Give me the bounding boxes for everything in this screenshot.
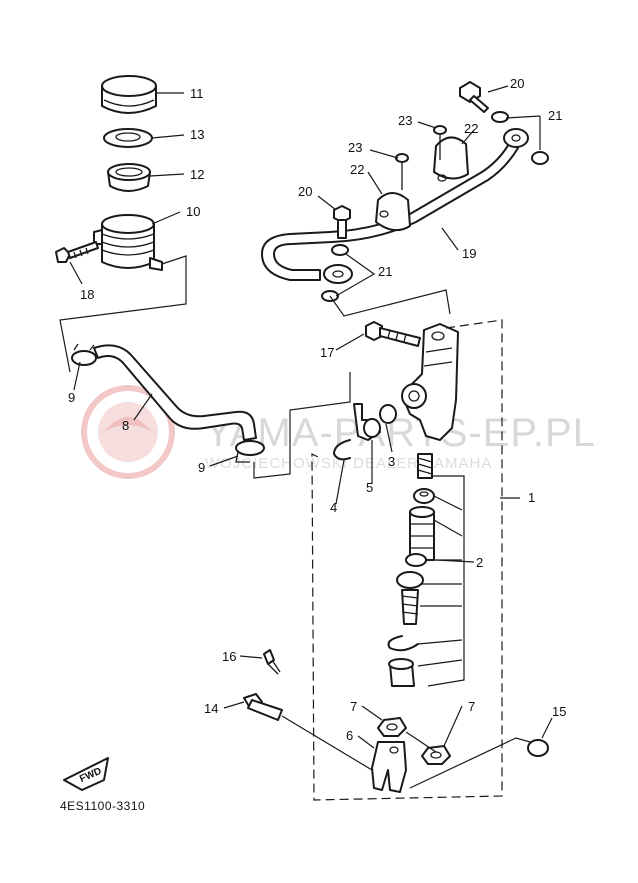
callout-22-bottom: 22 [350,162,364,177]
diaphragm-plate [103,128,153,148]
return-spring [417,453,433,479]
clevis-pin [243,693,283,721]
callout-7-left: 7 [350,699,357,714]
callout-labels: 11 13 12 10 18 9 8 9 20 21 23 22 23 22 2… [68,76,566,743]
callout-18: 18 [80,287,94,302]
mounting-bolt [365,321,421,347]
reservoir-bolt [55,241,99,263]
dust-boot [388,658,415,687]
hose-union-lower [323,264,353,284]
copper-washers [321,111,549,302]
joint-circlip [333,439,351,461]
union-bolt-lower [333,205,351,239]
callout-17: 17 [320,345,334,360]
holder-screw-lower [395,153,409,190]
lock-nut [421,745,451,765]
watermark-main-text: YAMA-PARTS-EP.PL [205,411,596,455]
callout-14: 14 [204,701,218,716]
clevis [371,741,407,793]
callout-3: 3 [388,454,395,469]
callout-2: 2 [476,555,483,570]
diagram-code: 4ES1100-3310 [60,799,145,813]
fwd-arrow-icon: FWD [63,757,109,791]
callout-19: 19 [462,246,476,261]
cotter-pin [263,649,281,675]
callout-8: 8 [122,418,129,433]
reservoir-cap [101,75,157,114]
callout-7-right: 7 [468,699,475,714]
o-ring [379,404,397,424]
spring-seat [413,488,435,504]
holder-screw-upper [433,125,447,160]
callout-23-top: 23 [398,113,412,128]
callout-21-bottom: 21 [378,264,392,279]
push-rod-nut [396,571,424,589]
hose-joint [353,403,381,441]
callout-9-top: 9 [68,390,75,405]
reservoir-body [93,214,163,271]
callout-20-bottom: 20 [298,184,312,199]
union-bolt-upper [459,81,489,113]
pin-washer [527,739,549,757]
callout-12: 12 [190,167,204,182]
push-rod [401,589,419,625]
callout-9-bottom: 9 [198,460,205,475]
hose-holder-upper [433,136,469,182]
hose-holder-lower [375,192,411,232]
callout-4: 4 [330,500,337,515]
hose-clamp-top [71,343,97,366]
hose-clamp-bottom [235,440,265,463]
master-cylinder-body [401,323,459,441]
callout-6: 6 [346,728,353,743]
callout-23-bottom: 23 [348,140,362,155]
callout-22-top: 22 [464,121,478,136]
callout-leaders [69,85,553,749]
callout-11: 11 [190,86,204,101]
piston [409,506,435,561]
callout-5: 5 [366,480,373,495]
callout-20-top: 20 [510,76,524,91]
callout-1: 1 [528,490,535,505]
callout-21-top: 21 [548,108,562,123]
callout-10: 10 [186,204,200,219]
piston-cup [405,553,427,567]
diaphragm [107,163,151,192]
piston-circlip [387,635,419,652]
callout-16: 16 [222,649,236,664]
reservoir-hose [93,344,257,441]
callout-13: 13 [190,127,204,142]
callout-15: 15 [552,704,566,719]
hose-union-upper [503,128,529,148]
clevis-nut [377,717,407,737]
